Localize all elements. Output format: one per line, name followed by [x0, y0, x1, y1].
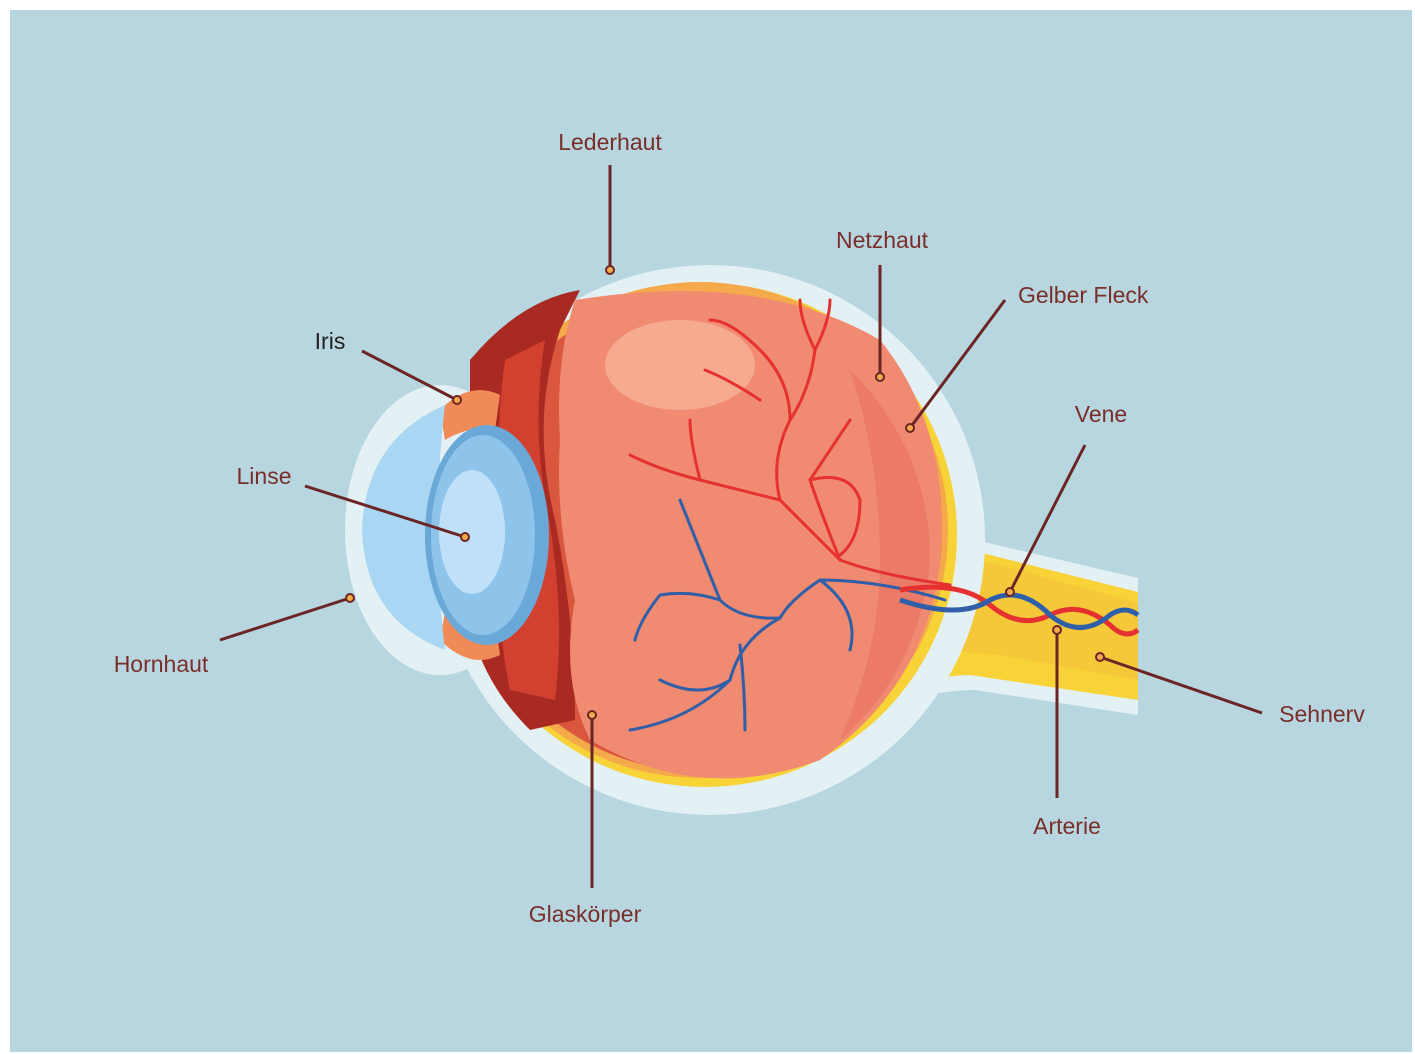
label-hornhaut: Hornhaut: [114, 651, 209, 677]
label-sehnerv: Sehnerv: [1279, 701, 1365, 727]
dot-glaskoerper: [588, 711, 596, 719]
dot-iris: [453, 396, 461, 404]
label-netzhaut: Netzhaut: [836, 227, 929, 253]
label-vene: Vene: [1075, 401, 1127, 427]
label-lederhaut: Lederhaut: [558, 129, 662, 155]
label-arterie: Arterie: [1033, 813, 1101, 839]
label-gelber-fleck: Gelber Fleck: [1018, 282, 1149, 308]
label-linse: Linse: [237, 463, 292, 489]
vitreous-highlight: [605, 320, 755, 410]
dot-netzhaut: [876, 373, 884, 381]
dot-arterie: [1053, 626, 1061, 634]
dot-gelber-fleck: [906, 424, 914, 432]
dot-hornhaut: [346, 594, 354, 602]
dot-vene: [1006, 588, 1014, 596]
label-iris: Iris: [315, 328, 346, 354]
dot-linse: [461, 533, 469, 541]
label-glaskoerper: Glaskörper: [529, 901, 642, 927]
dot-sehnerv: [1096, 653, 1104, 661]
dot-lederhaut: [606, 266, 614, 274]
